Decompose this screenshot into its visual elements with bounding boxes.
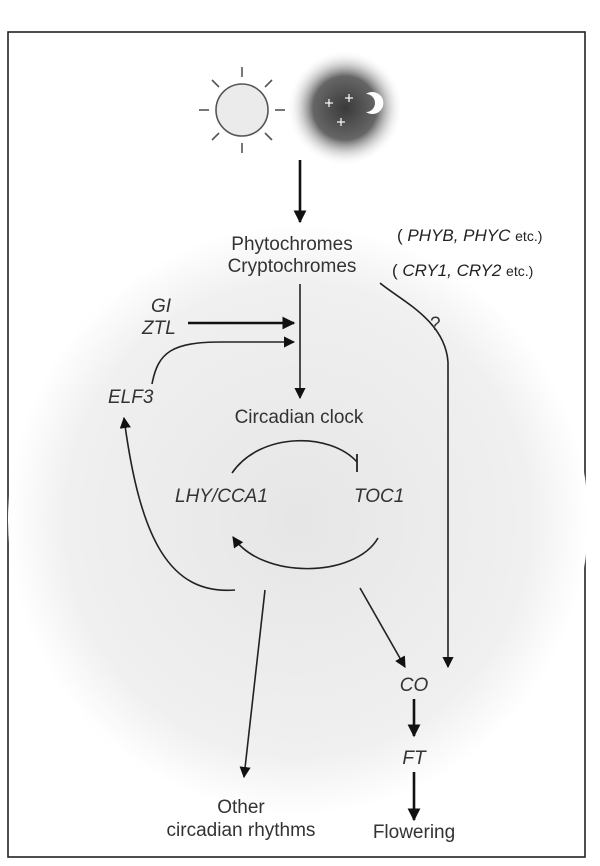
cryptochromes-label: Cryptochromes [228, 256, 357, 277]
clock-to-rhythms-arrow [239, 589, 266, 779]
sun-icon [199, 67, 285, 153]
ztl-label: ZTL [141, 318, 176, 339]
night-moon-icon [287, 50, 403, 166]
circadian-clock-label: Circadian clock [235, 407, 364, 428]
toc1-label: TOC1 [354, 486, 404, 507]
unknown-link-label: ? [430, 314, 441, 335]
ft-label: FT [402, 748, 427, 769]
other-rhythms-label-line2: circadian rhythms [167, 820, 316, 841]
cell-background [8, 225, 588, 815]
flowering-label: Flowering [373, 822, 455, 843]
phytochrome-examples: ( PHYB, PHYC etc.) [397, 226, 542, 245]
photoreceptor-to-co-arrow [379, 282, 454, 669]
co-label: CO [400, 675, 429, 696]
phytochromes-label: Phytochromes [231, 234, 352, 255]
other-rhythms-label-line1: Other [217, 797, 265, 818]
loop-top-arc [231, 439, 358, 474]
elf3-label: ELF3 [108, 387, 154, 408]
gi-label: GI [151, 296, 172, 317]
clock-to-elf3-arrow [119, 416, 236, 592]
loop-bottom-arc [232, 536, 379, 570]
lhy-cca1-label: LHY/CCA1 [175, 486, 268, 507]
elf3-input-arrow [151, 336, 296, 385]
clock-to-co-arrow [359, 587, 406, 668]
cryptochrome-examples: ( CRY1, CRY2 etc.) [392, 261, 533, 280]
